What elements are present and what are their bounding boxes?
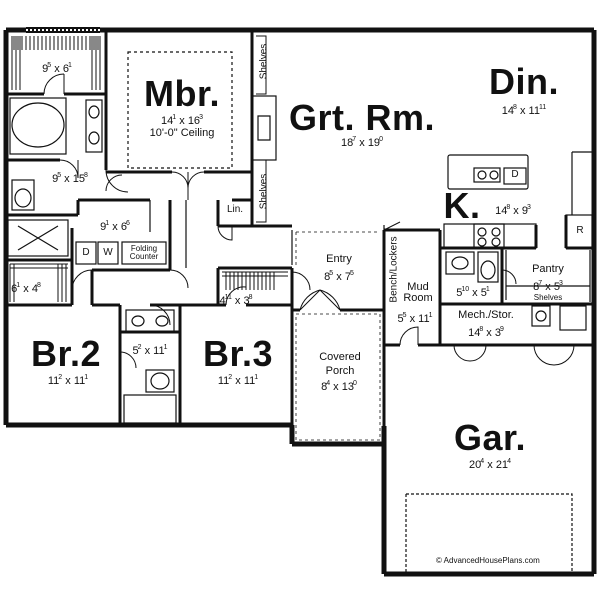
closet-shelving (9, 35, 288, 302)
great-room-name: Grt. Rm. (288, 97, 435, 138)
master-bath-dims: 95 x 158 (52, 172, 88, 185)
dining-dims: 148 x 1111 (501, 104, 547, 117)
pantry-name: Pantry (532, 263, 564, 275)
bedroom3-dims: 112 x 111 (217, 374, 259, 387)
bench-lockers-label: Bench/Lockers (388, 236, 400, 303)
bath2-dims: 52 x 111 (132, 344, 168, 357)
garage-dims: 204 x 214 (469, 458, 511, 471)
mud-room-dims: 55 x 111 (397, 312, 433, 325)
door-swings (43, 73, 575, 369)
fridge-label: R (576, 225, 584, 236)
covered-porch-dims: 84 x 130 (321, 380, 357, 393)
bedroom3-name: Br.3 (202, 333, 274, 374)
shelves-top-label: Shelves (258, 43, 270, 80)
windows (3, 27, 597, 577)
mud-room-name: Mud Room (403, 281, 433, 304)
master-bedroom-name: Mbr. (143, 73, 220, 114)
washer-label: W (103, 247, 113, 258)
pantry-dims: 87 x 53 (533, 280, 563, 293)
shelves-mid-label: Shelves (258, 173, 270, 210)
mech-name: Mech./Stor. (458, 309, 514, 321)
closet-br2-dims: 61 x 48 (11, 282, 41, 295)
entry-dims: 85 x 75 (324, 270, 354, 283)
fixtures (7, 51, 594, 572)
master-bedroom-ceiling: 10'-0" Ceiling (149, 127, 215, 139)
kitchen-dims: 148 x 93 (495, 204, 531, 217)
entry-name: Entry (326, 253, 352, 265)
folding-counter-label: Folding Counter (129, 244, 159, 261)
laundry-dims: 91 x 66 (100, 220, 130, 233)
bedroom2-name: Br.2 (30, 333, 102, 374)
dining-name: Din. (489, 61, 559, 102)
closet-br3-dims: 411 x 38 (219, 294, 253, 307)
powder-dims: 510 x 51 (456, 286, 490, 299)
kitchen-name: K. (443, 185, 481, 226)
mech-dims: 148 x 39 (468, 326, 504, 339)
great-room-dims: 187 x 190 (341, 136, 383, 149)
covered-porch-name: Covered Porch (319, 351, 361, 378)
garage-name: Gar. (453, 417, 527, 458)
copyright-notice: © AdvancedHousePlans.com (436, 556, 540, 565)
pantry-shelves-label: Shelves (533, 293, 563, 302)
walk-in-closet-dims: 95 x 61 (42, 62, 72, 75)
dishwasher-label: D (511, 169, 519, 180)
dryer-label: D (82, 247, 90, 258)
linen-label: Lin. (226, 204, 244, 215)
bedroom2-dims: 112 x 111 (47, 374, 89, 387)
exterior-walls (3, 27, 597, 577)
master-bedroom-dims: 141 x 163 (161, 114, 203, 127)
